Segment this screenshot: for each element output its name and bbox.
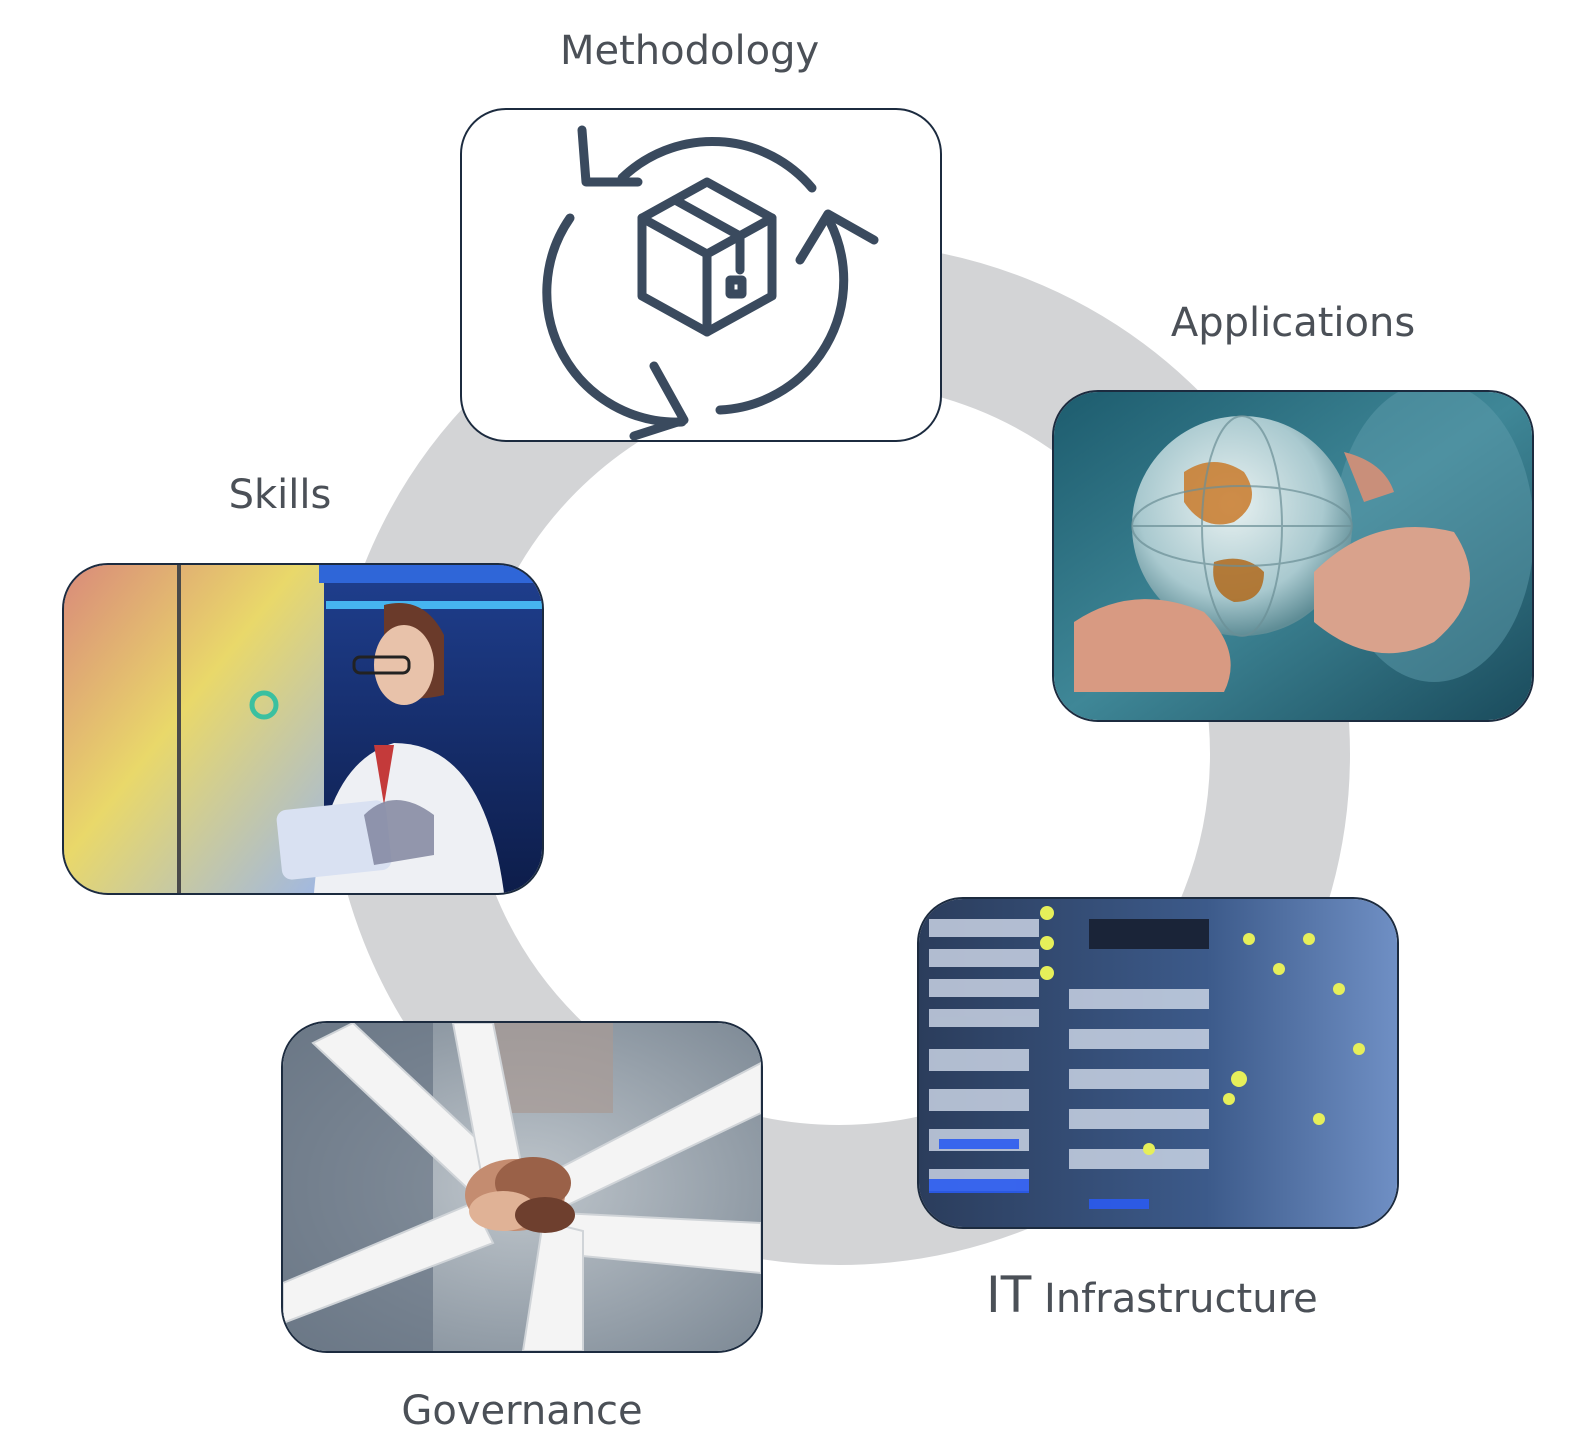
server-rack-image <box>919 899 1397 1227</box>
skills-label: Skills <box>228 472 332 518</box>
it-label-prefix: IT <box>986 1266 1032 1324</box>
hands-holding-globe-image <box>1054 392 1532 720</box>
it-infrastructure-label: IT Infrastructure <box>986 1266 1318 1324</box>
methodology-card <box>460 108 942 442</box>
governance-card <box>281 1021 763 1353</box>
skills-card <box>62 563 544 895</box>
scientist-at-data-wall-image <box>64 565 542 893</box>
applications-card <box>1052 390 1534 722</box>
it-label-rest: Infrastructure <box>1044 1276 1318 1322</box>
box-cycle-icon <box>542 125 879 440</box>
team-hands-stacked-image <box>283 1023 761 1351</box>
governance-label: Governance <box>401 1388 643 1434</box>
methodology-label: Methodology <box>560 28 820 74</box>
it-infrastructure-card <box>917 897 1399 1229</box>
applications-label: Applications <box>1170 300 1416 346</box>
